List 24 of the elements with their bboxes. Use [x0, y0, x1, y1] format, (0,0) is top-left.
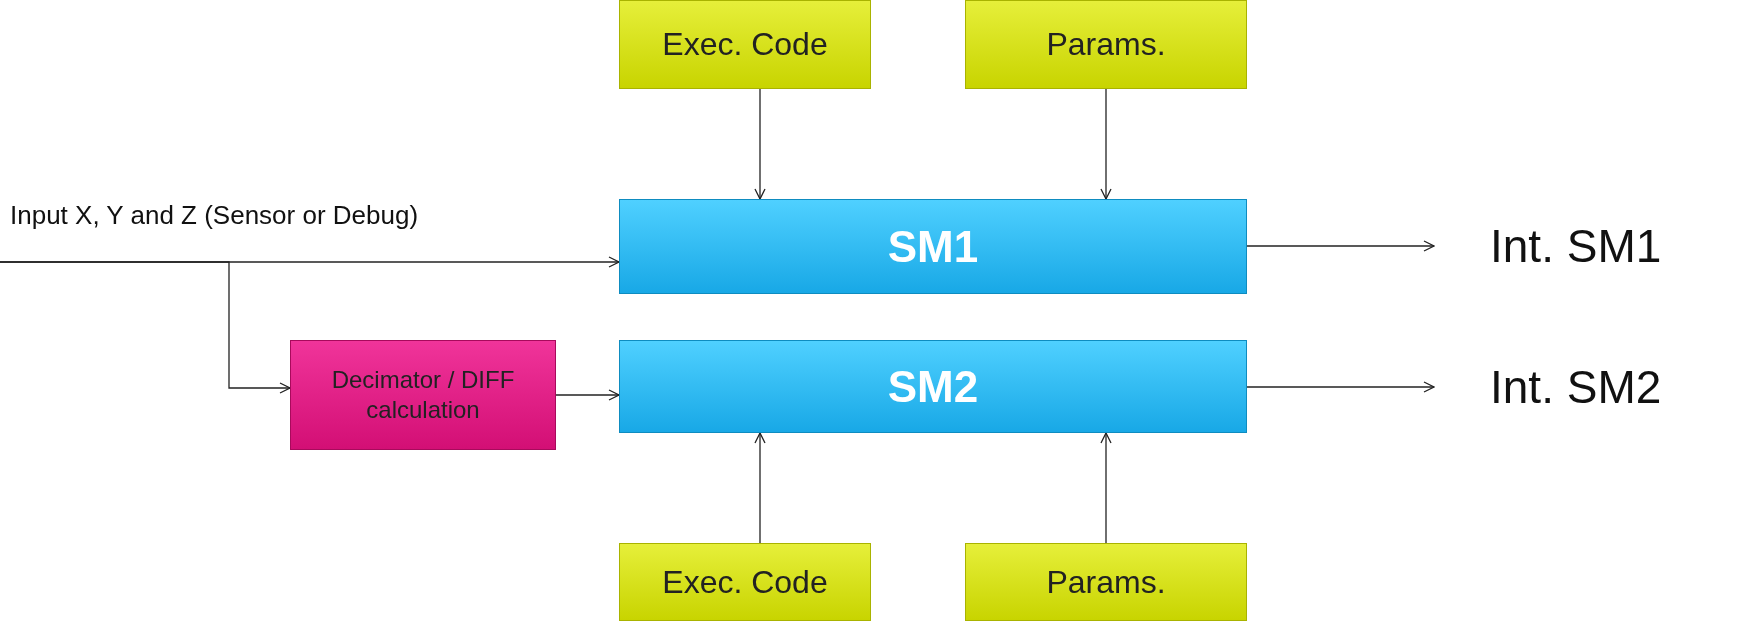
output-label: Int. SM1: [1490, 215, 1730, 277]
arrow: [754, 432, 766, 544]
state-machine-block: [619, 199, 1247, 294]
block-label: SM2: [887, 361, 979, 412]
block-label: Params.: [1046, 26, 1166, 63]
output-label: Int. SM2: [1490, 356, 1730, 418]
arrow: [555, 389, 620, 401]
arrow: [754, 88, 766, 200]
arrow: [1246, 240, 1435, 252]
code-block: [965, 0, 1247, 89]
arrow: [1246, 381, 1435, 393]
code-block: [965, 543, 1247, 621]
block-label: Exec. Code: [662, 26, 828, 63]
block-label: Params.: [1046, 563, 1166, 601]
code-block: [619, 0, 871, 89]
arrow: [0, 261, 291, 394]
block-label: Exec. Code: [662, 563, 828, 601]
arrow: [1100, 432, 1112, 544]
process-block: [290, 340, 556, 450]
code-block: [619, 543, 871, 621]
block-label: Decimator / DIFF calculation: [330, 365, 516, 425]
state-machine-block: [619, 340, 1247, 433]
arrow: [1100, 88, 1112, 200]
block-label: SM1: [887, 221, 979, 272]
